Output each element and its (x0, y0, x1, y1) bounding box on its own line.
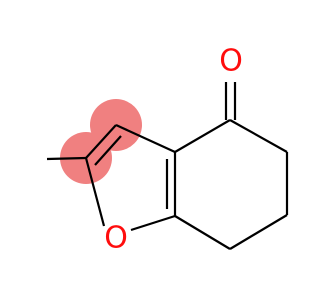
bond-c7a-ring-oxygen (130, 214, 176, 232)
bond-ring-oxygen-c2 (84, 157, 106, 227)
ring-oxygen-label: O (104, 221, 128, 256)
carbonyl-oxygen-label: O (219, 44, 243, 79)
molecule-structure-diagram: O O (46, 44, 289, 256)
bond-c6-c7 (229, 214, 288, 250)
bond-c2-c3 (85, 124, 117, 159)
bond-c2-c3-double-line (94, 135, 122, 166)
bond-c3a-c4 (174, 119, 231, 153)
bond-c4-c5 (229, 119, 288, 153)
bond-methyl-c2 (46, 156, 87, 161)
bond-c3-c3a (115, 123, 176, 154)
bond-c7-c7a (174, 215, 231, 250)
